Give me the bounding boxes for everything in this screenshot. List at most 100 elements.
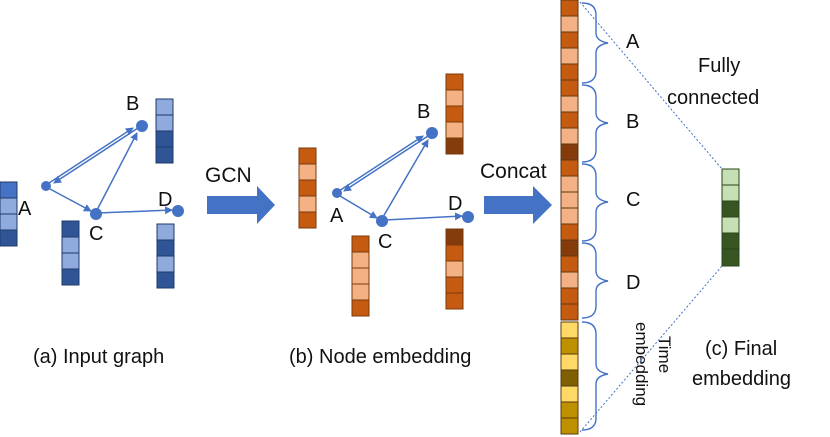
block <box>560 369 579 387</box>
block <box>298 163 317 181</box>
caption-final-line2: embedding <box>692 368 791 390</box>
input-label-a: A <box>18 198 32 220</box>
emb-node-d <box>462 211 474 223</box>
block <box>445 260 464 278</box>
time-label-line1: Time <box>655 336 674 373</box>
block <box>560 63 579 81</box>
block <box>560 255 579 273</box>
block <box>560 111 579 129</box>
edge-c-to-b <box>96 132 138 211</box>
block <box>61 268 80 286</box>
block <box>445 137 464 155</box>
block <box>721 248 740 267</box>
edge-c-to-d <box>97 206 173 215</box>
block <box>560 385 579 403</box>
emb-node-b <box>426 127 438 139</box>
block <box>721 168 740 186</box>
emb-label-a: A <box>330 205 344 227</box>
block <box>445 105 464 123</box>
block <box>560 175 579 193</box>
block <box>560 287 579 305</box>
block <box>298 179 317 197</box>
input-feature-a <box>0 181 18 247</box>
emb-edge-c-to-b <box>382 139 429 218</box>
segment-label-a: A <box>626 31 640 53</box>
edge-a-to-b <box>48 127 134 184</box>
block <box>445 73 464 91</box>
block <box>560 303 579 321</box>
brace-d <box>581 242 609 319</box>
block <box>721 184 740 202</box>
emb-feature-c <box>351 235 370 317</box>
block <box>351 267 370 285</box>
input-label-c: C <box>89 223 103 245</box>
node-embedding-edges <box>338 135 463 221</box>
input-node-c <box>90 208 102 220</box>
emb-label-b: B <box>417 101 430 123</box>
emb-feature-d <box>445 228 464 310</box>
block <box>156 271 175 289</box>
concat-arrow-shape <box>484 186 552 224</box>
segment-braces <box>581 2 609 431</box>
input-node-b <box>136 120 148 132</box>
brace-a <box>581 2 609 84</box>
block <box>445 292 464 310</box>
input-label-d: D <box>158 189 172 211</box>
block <box>445 244 464 262</box>
block <box>560 95 579 113</box>
emb-label-d: D <box>448 193 462 215</box>
block <box>560 159 579 177</box>
concat-arrow: Concat <box>480 160 552 224</box>
emb-label-c: C <box>378 231 392 253</box>
fully-connected-label-1: Fully <box>698 55 740 77</box>
segment-label-c: C <box>626 189 640 211</box>
block <box>560 31 579 49</box>
block <box>298 211 317 229</box>
concat-vector <box>560 0 579 435</box>
block <box>61 220 80 238</box>
fully-connected-lines <box>579 1 723 433</box>
input-feature-d <box>156 223 175 289</box>
block <box>155 98 174 116</box>
block <box>721 232 740 250</box>
block <box>560 353 579 371</box>
block <box>0 197 18 215</box>
emb-edge-c-to-d <box>384 212 463 221</box>
block <box>560 401 579 419</box>
input-feature-b <box>155 98 174 164</box>
block <box>560 207 579 225</box>
node-embedding-graph: A B C D <box>298 73 474 317</box>
brace-c <box>581 163 609 242</box>
block <box>0 181 18 199</box>
segment-label-d: D <box>626 272 640 294</box>
block <box>560 79 579 97</box>
block <box>298 147 317 165</box>
fc-line-bottom <box>579 265 723 433</box>
block <box>155 146 174 164</box>
fc-line-top <box>579 1 723 170</box>
block <box>156 223 175 241</box>
block <box>156 239 175 257</box>
emb-edge-a-to-c <box>339 195 378 219</box>
block <box>445 276 464 294</box>
gcn-arrow: GCN <box>205 164 275 224</box>
block <box>560 0 579 17</box>
block <box>721 216 740 234</box>
concat-label: Concat <box>480 160 547 183</box>
brace-b <box>581 84 609 163</box>
block <box>560 15 579 33</box>
block <box>445 228 464 246</box>
block <box>351 235 370 253</box>
block <box>155 130 174 148</box>
block <box>560 143 579 161</box>
segment-label-b: B <box>626 111 639 133</box>
block <box>298 195 317 213</box>
emb-edge-a-to-b <box>338 135 424 192</box>
input-graph: A B C D <box>0 93 184 289</box>
edge-b-to-a <box>53 127 139 184</box>
caption-final-line1: (c) Final <box>705 338 777 360</box>
edge-a-to-c <box>49 188 92 212</box>
emb-feature-a <box>298 147 317 229</box>
block <box>560 239 579 257</box>
